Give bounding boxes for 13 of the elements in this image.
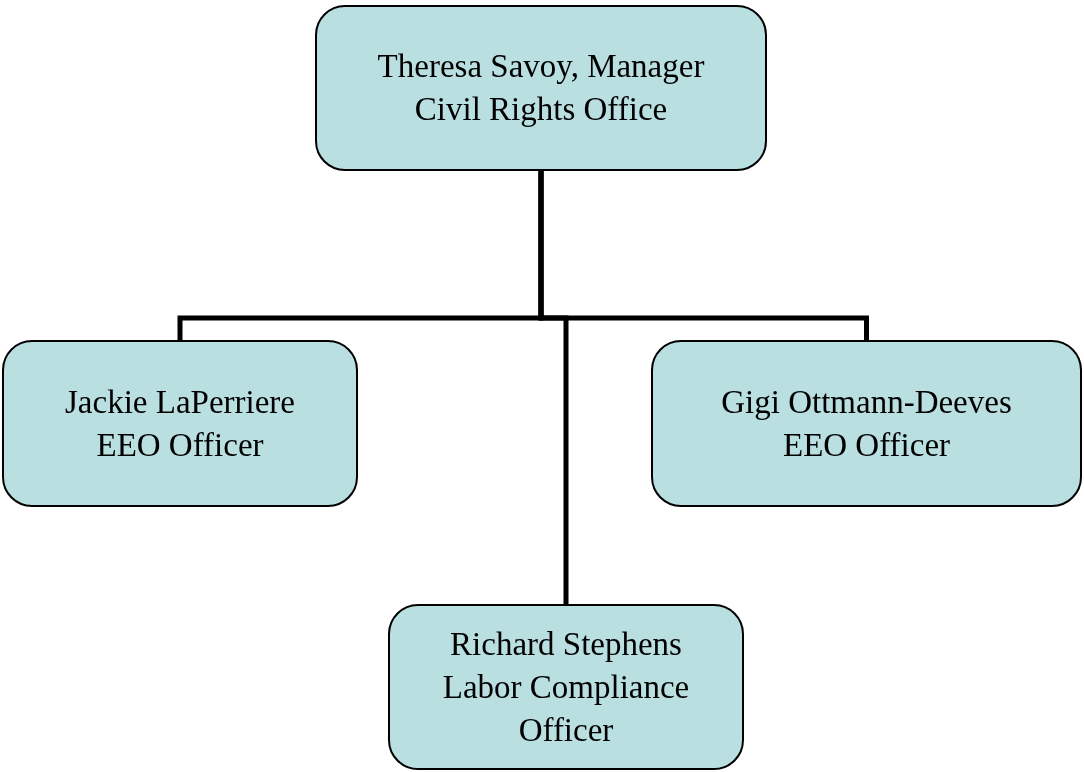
person-name: Theresa Savoy, Manager (377, 47, 705, 86)
person-name: Gigi Ottmann-Deeves (721, 382, 1012, 422)
org-box (315, 5, 767, 171)
job-title: Civil Rights Office (414, 90, 668, 129)
job-title: EEO Officer (96, 425, 264, 465)
person-name: Jackie LaPerriere (65, 382, 295, 422)
connector-line (538, 171, 569, 604)
org-box (2, 340, 358, 507)
org-box (388, 604, 744, 770)
job-title: Labor Compliance Officer (441, 667, 691, 750)
person-name: Richard Stephens (450, 624, 682, 664)
job-title: EEO Officer (782, 425, 951, 465)
org-box (651, 340, 1082, 507)
